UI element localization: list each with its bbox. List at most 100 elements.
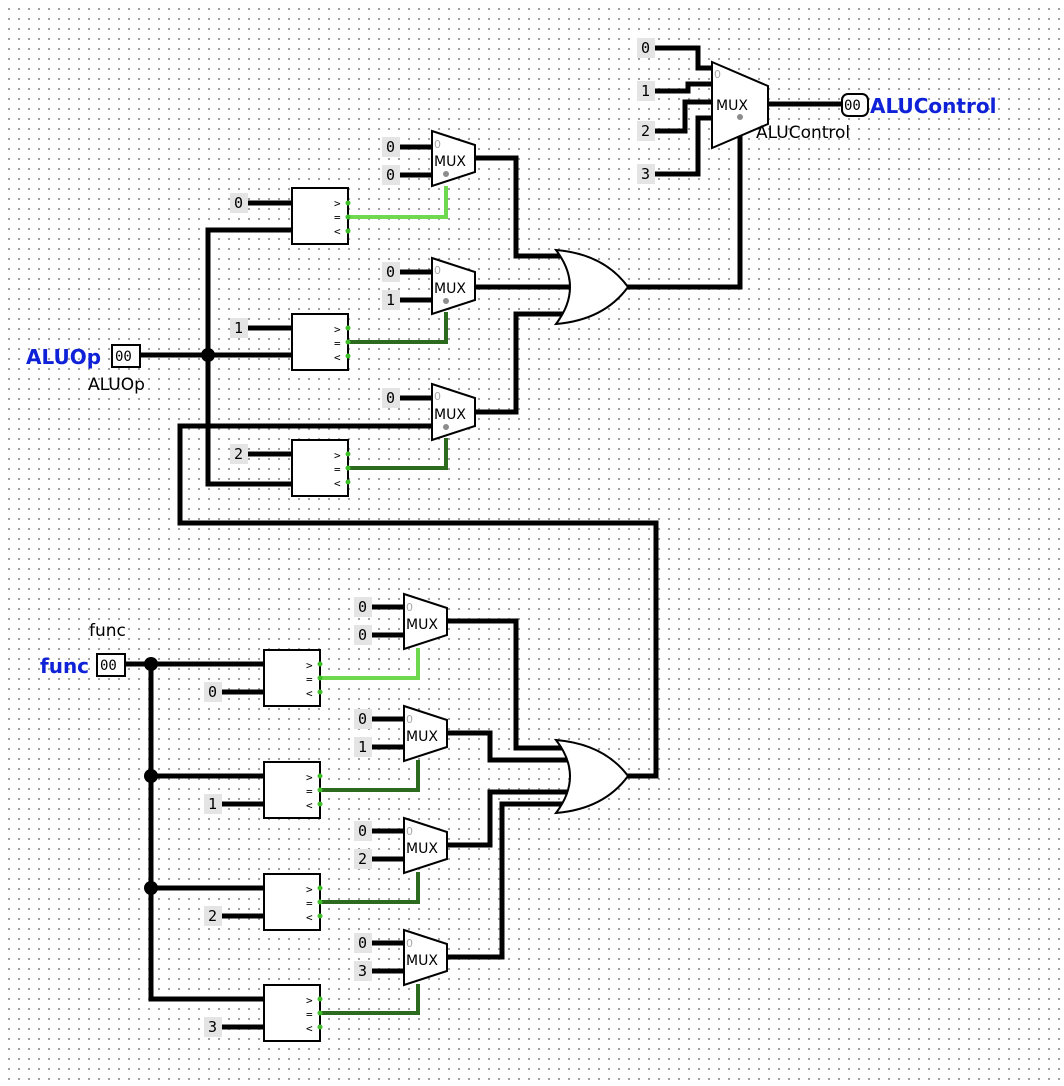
constant: 1 bbox=[386, 291, 395, 309]
aluop-comparator-constants: 0 1 2 bbox=[230, 193, 248, 464]
or-gate-lower[interactable] bbox=[553, 738, 630, 815]
constant: 0 bbox=[386, 138, 395, 156]
mux-label: MUX bbox=[406, 841, 438, 857]
aluop-input-pin[interactable]: 00 bbox=[111, 344, 141, 368]
alucontrol-pin-value: 00 bbox=[844, 98, 861, 114]
aluop-mux-constants: 0 0 0 1 0 bbox=[382, 137, 400, 408]
func-comparator-1[interactable]: > = < bbox=[263, 761, 323, 819]
aluop-mux-1[interactable]: 0 MUX bbox=[431, 129, 476, 188]
wires bbox=[122, 45, 845, 1030]
func-mux-2[interactable]: 0 MUX bbox=[403, 704, 448, 763]
constant: 3 bbox=[208, 1018, 217, 1036]
comparator-eq-symbol: = bbox=[306, 785, 313, 798]
constant: 1 bbox=[641, 82, 650, 100]
comparator-gt-symbol: > bbox=[306, 883, 313, 896]
constant: 0 bbox=[386, 389, 395, 407]
comparator-gt-symbol: > bbox=[306, 994, 313, 1007]
comparator-gt-symbol: > bbox=[306, 771, 313, 784]
constant: 2 bbox=[208, 907, 217, 925]
constant: 0 bbox=[358, 822, 367, 840]
constant: 2 bbox=[641, 122, 650, 140]
constant: 3 bbox=[641, 165, 650, 183]
alucontrol-output-pin[interactable]: 00 bbox=[841, 93, 869, 117]
aluop-comparator-2[interactable]: > = < bbox=[291, 439, 351, 497]
constant: 1 bbox=[234, 319, 243, 337]
comparator-eq-symbol: = bbox=[306, 1008, 313, 1021]
constant: 0 bbox=[358, 710, 367, 728]
constant: 0 bbox=[386, 263, 395, 281]
constant: 0 bbox=[358, 934, 367, 952]
aluop-pin-value: 00 bbox=[115, 349, 132, 365]
aluop-mux-2[interactable]: 0 MUX bbox=[431, 256, 476, 316]
constant: 0 bbox=[234, 194, 243, 212]
mux-zero-label: 0 bbox=[406, 825, 413, 838]
comparator-lt-symbol: < bbox=[334, 351, 341, 364]
func-pin-value: 00 bbox=[100, 658, 117, 674]
mux-zero-label: 0 bbox=[434, 264, 441, 277]
func-comparator-2[interactable]: > = < bbox=[263, 873, 323, 931]
func-comparator-constants: 0 1 2 3 bbox=[204, 682, 222, 1037]
comparator-eq-symbol: = bbox=[306, 673, 313, 686]
final-mux-zero-label: 0 bbox=[714, 68, 721, 81]
mux-zero-label: 0 bbox=[434, 138, 441, 151]
constant: 0 bbox=[208, 683, 217, 701]
mux-label: MUX bbox=[406, 953, 438, 969]
mux-label: MUX bbox=[434, 154, 466, 170]
constant: 3 bbox=[358, 962, 367, 980]
final-mux-label: MUX bbox=[716, 98, 748, 114]
comparator-lt-symbol: < bbox=[306, 1022, 313, 1035]
mux-zero-label: 0 bbox=[406, 601, 413, 614]
func-mux-3[interactable]: 0 MUX bbox=[403, 816, 448, 875]
mux-label: MUX bbox=[434, 281, 466, 297]
func-mux-4[interactable]: 0 MUX bbox=[403, 928, 448, 987]
mux-label: MUX bbox=[406, 617, 438, 633]
comparator-gt-symbol: > bbox=[334, 323, 341, 336]
mux-zero-label: 0 bbox=[434, 390, 441, 403]
func-input-pin[interactable]: 00 bbox=[96, 653, 126, 677]
aluop-mux-3[interactable]: 0 MUX bbox=[431, 382, 476, 442]
aluop-pin-label: ALUOp bbox=[26, 345, 101, 369]
junctions bbox=[144, 348, 215, 895]
comparator-eq-symbol: = bbox=[334, 337, 341, 350]
func-mux-constants: 0 0 0 1 0 2 0 3 bbox=[354, 597, 372, 981]
comparator-gt-symbol: > bbox=[306, 659, 313, 672]
final-mux-constants: 0 1 2 3 bbox=[637, 38, 655, 184]
constant: 2 bbox=[358, 850, 367, 868]
comparator-eq-symbol: = bbox=[306, 897, 313, 910]
comparator-lt-symbol: < bbox=[306, 911, 313, 924]
constant: 0 bbox=[386, 166, 395, 184]
comparator-eq-symbol: = bbox=[334, 463, 341, 476]
comparator-gt-symbol: > bbox=[334, 197, 341, 210]
mux-label: MUX bbox=[406, 729, 438, 745]
alucontrol-pin-label: ALUControl bbox=[870, 94, 996, 118]
func-comparator-0[interactable]: > = < bbox=[263, 649, 323, 707]
constant: 2 bbox=[234, 445, 243, 463]
mux-label: MUX bbox=[434, 407, 466, 423]
or-gate-upper[interactable] bbox=[553, 248, 630, 326]
constant: 0 bbox=[641, 39, 650, 57]
alucontrol-tunnel-label: ALUControl bbox=[756, 123, 850, 143]
func-pin-label: func bbox=[40, 654, 89, 678]
comparator-eq-symbol: = bbox=[334, 211, 341, 224]
func-mux-1[interactable]: 0 MUX bbox=[403, 592, 448, 651]
comparator-gt-symbol: > bbox=[334, 449, 341, 462]
func-tunnel-label: func bbox=[89, 621, 126, 641]
comparator-lt-symbol: < bbox=[306, 799, 313, 812]
final-mux[interactable]: 0 MUX bbox=[711, 60, 769, 150]
func-comparator-3[interactable]: > = < bbox=[263, 984, 323, 1042]
constant: 1 bbox=[358, 738, 367, 756]
comparator-lt-symbol: < bbox=[334, 477, 341, 490]
aluop-comparator-1[interactable]: > = < bbox=[291, 313, 351, 371]
mux-zero-label: 0 bbox=[406, 937, 413, 950]
comparator-lt-symbol: < bbox=[334, 225, 341, 238]
aluop-comparator-0[interactable]: > = < bbox=[291, 187, 351, 245]
constant: 1 bbox=[208, 795, 217, 813]
aluop-tunnel-label: ALUOp bbox=[88, 375, 145, 395]
constant: 0 bbox=[358, 598, 367, 616]
comparator-lt-symbol: < bbox=[306, 687, 313, 700]
constant: 0 bbox=[358, 626, 367, 644]
select-wires bbox=[320, 186, 448, 1015]
mux-zero-label: 0 bbox=[406, 713, 413, 726]
